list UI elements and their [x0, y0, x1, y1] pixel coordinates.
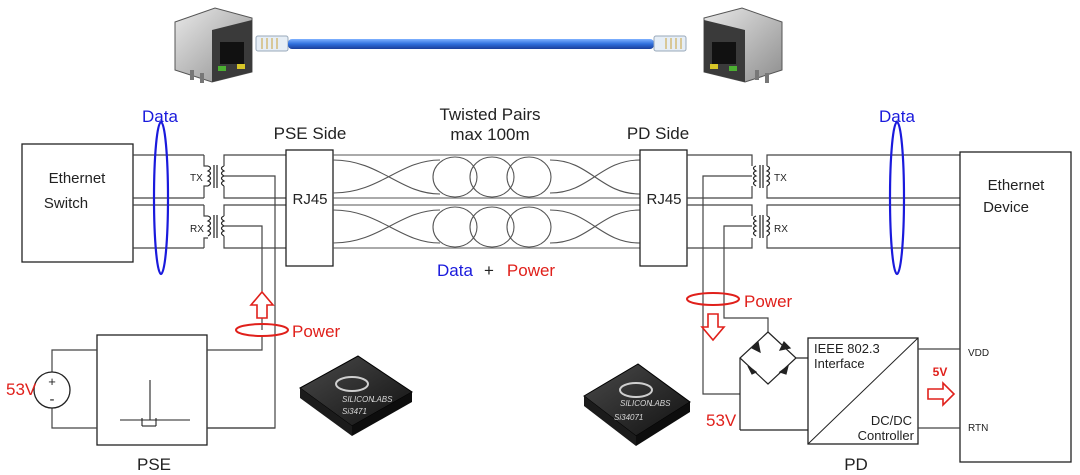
rj45-right-label: RJ45 — [646, 191, 681, 208]
voltage-source-icon: + - — [33, 371, 71, 409]
pd-controller-divider — [807, 337, 919, 445]
ieee-label-line2: Interface — [814, 356, 865, 371]
twisted-pairs — [332, 154, 641, 249]
rj45-left-label: RJ45 — [292, 191, 327, 208]
ethernet-device-box — [959, 151, 1072, 463]
device-label-line1: Ethernet — [988, 177, 1046, 194]
cable-title-line2: max 100m — [450, 125, 529, 144]
svg-text:LABS: LABS — [650, 399, 671, 408]
pse-box — [96, 334, 208, 446]
data-label-left: Data — [142, 107, 178, 126]
rj45-jack-left-image — [174, 7, 253, 83]
five-volt-label: 5V — [933, 365, 948, 379]
pse-side-label: PSE Side — [274, 124, 347, 143]
rj45-right-box — [639, 149, 688, 267]
svg-text:-: - — [50, 391, 55, 408]
cable-data-word: Data — [437, 261, 473, 280]
data-ellipse-right — [888, 120, 906, 276]
voltage-label-right: 53V — [706, 411, 737, 430]
tx-label-left: TX — [190, 173, 203, 184]
svg-text:+: + — [48, 374, 56, 389]
power-ring-right — [686, 292, 740, 306]
switch-label-line1: Ethernet — [49, 170, 107, 187]
power-label-left: Power — [292, 322, 341, 341]
tx-label-right: TX — [774, 173, 787, 184]
power-ring-left — [235, 323, 289, 337]
data-ellipse-left — [152, 120, 170, 276]
ethernet-switch-box — [21, 143, 134, 263]
dcdc-label-line2: Controller — [858, 428, 915, 443]
pd-side-label: PD Side — [627, 124, 689, 143]
chip-si34071-image: SILICON LABS Si34071 — [583, 363, 691, 446]
rj45-left-box — [285, 149, 334, 267]
voltage-label-left: 53V — [6, 380, 37, 399]
ieee-label-line1: IEEE 802.3 — [814, 341, 880, 356]
pd-bottom-label: PD — [844, 455, 868, 474]
pse-wiring — [51, 335, 275, 429]
chip-si3471-image: SILICON LABS Si3471 — [299, 355, 413, 436]
five-volt-arrow-icon — [927, 381, 956, 407]
rj45-plug-right-image — [653, 35, 687, 52]
rj45-jack-right-image — [703, 7, 783, 83]
ethernet-cable-image — [288, 39, 654, 49]
power-label-right: Power — [744, 292, 793, 311]
rx-label-left: RX — [190, 224, 204, 235]
svg-text:LABS: LABS — [372, 395, 393, 404]
svg-text:Si34071: Si34071 — [614, 413, 643, 422]
transformer-right — [752, 165, 771, 238]
pse-bottom-label: PSE — [137, 455, 171, 474]
svg-text:SILICON: SILICON — [342, 395, 374, 404]
vdd-label: VDD — [968, 348, 989, 359]
cable-power-word: Power — [507, 261, 556, 280]
lines-from-rj45-right — [687, 154, 769, 395]
transformer-left — [206, 165, 226, 238]
svg-text:SILICON: SILICON — [620, 399, 652, 408]
cable-plus-word: + — [484, 261, 494, 280]
dcdc-label-line1: DC/DC — [871, 413, 912, 428]
rtn-label: RTN — [968, 423, 988, 434]
pd-output-lines — [918, 348, 960, 429]
rx-label-right: RX — [774, 224, 788, 235]
data-label-right: Data — [879, 107, 915, 126]
rj45-plug-left-image — [255, 35, 289, 52]
cable-title-line1: Twisted Pairs — [439, 105, 540, 124]
switch-label-line2: Switch — [44, 195, 88, 212]
device-label-line2: Device — [983, 199, 1029, 216]
mosfet-symbol — [120, 380, 190, 427]
svg-text:Si3471: Si3471 — [342, 407, 367, 416]
power-up-arrow-icon — [249, 290, 275, 319]
power-down-arrow-icon — [700, 313, 726, 342]
data-lines-right — [766, 154, 960, 249]
diode-bridge — [739, 331, 808, 431]
